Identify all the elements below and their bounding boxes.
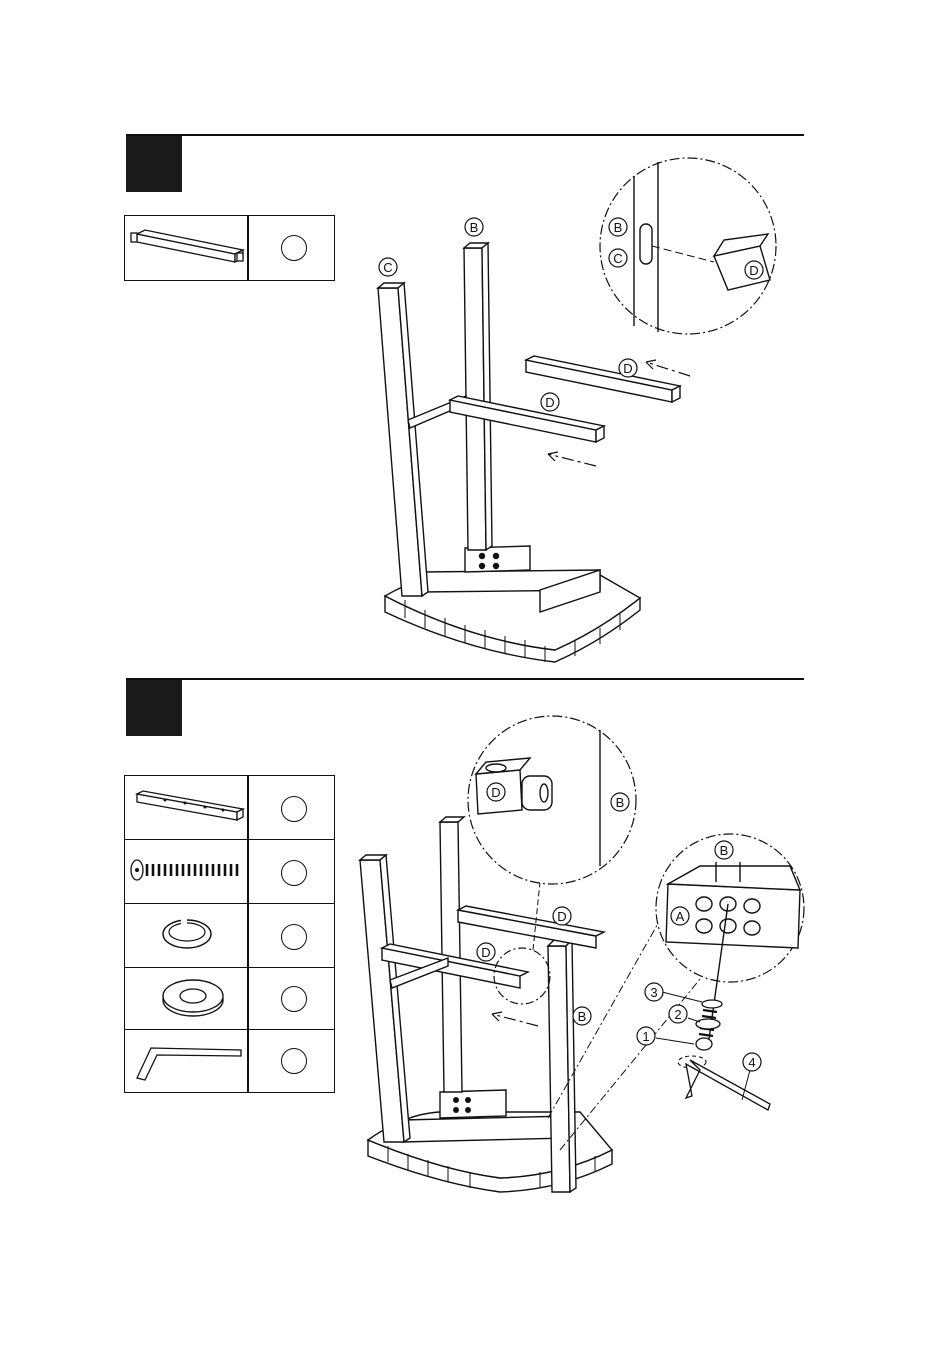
label-detail-d: D	[491, 785, 500, 800]
part-row-flat-washer	[125, 968, 334, 1030]
step1-diagram: C B D D B C D	[0, 0, 936, 680]
label-detail-b: B	[616, 795, 625, 810]
part-row-bolt	[125, 840, 334, 904]
allen-key-icon	[125, 1030, 245, 1090]
label-detail-b: B	[614, 220, 623, 235]
bolt-icon	[125, 840, 245, 902]
callout-4: 4	[748, 1055, 755, 1070]
step2-detail-circle-top	[468, 716, 636, 884]
quantity-circle	[281, 796, 307, 822]
quantity-circle	[281, 860, 307, 886]
rail-d-back	[458, 910, 596, 948]
callout-2: 2	[674, 1007, 681, 1022]
leg-b	[548, 946, 570, 1192]
step2-number-box	[126, 680, 182, 736]
flat-washer-icon	[125, 968, 245, 1028]
quantity-circle	[281, 1048, 307, 1074]
step2-parts-table	[124, 775, 335, 1093]
label-rail-lower: D	[481, 945, 490, 960]
rail-d-front	[382, 948, 520, 988]
spring-washer-icon	[125, 904, 245, 966]
part-row-rail	[125, 776, 334, 840]
leg-left	[360, 860, 404, 1142]
step2-detail-circle-bolt	[656, 834, 804, 982]
label-detail-c: C	[613, 251, 622, 266]
seat-base	[368, 1140, 612, 1192]
label-detail-d: D	[749, 263, 758, 278]
label-detail2-a: A	[676, 909, 685, 924]
label-rail-upper: D	[623, 361, 632, 376]
label-leg-c: C	[383, 260, 392, 275]
part-row-allen-key	[125, 1030, 334, 1092]
label-leg-b: B	[578, 1009, 587, 1024]
quantity-circle	[281, 924, 307, 950]
callout-3: 3	[650, 985, 657, 1000]
callout-1: 1	[642, 1029, 649, 1044]
label-rail-lower: D	[545, 395, 554, 410]
rail-icon	[125, 776, 245, 838]
leg-back	[440, 822, 462, 1092]
part-row-spring-washer	[125, 904, 334, 968]
label-detail2-b: B	[720, 843, 729, 858]
label-leg-b: B	[470, 220, 479, 235]
step2-rule	[126, 678, 804, 680]
label-rail-upper: D	[557, 909, 566, 924]
quantity-circle	[281, 986, 307, 1012]
